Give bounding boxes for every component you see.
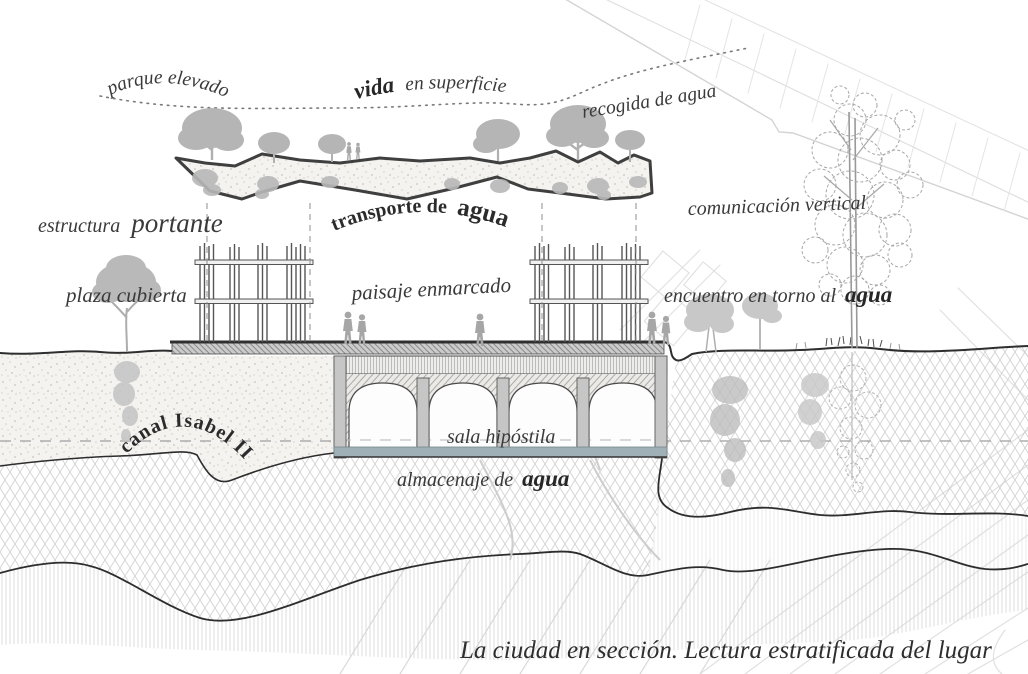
label-plaza-cubierta: plaza cubierta bbox=[64, 283, 187, 307]
hypostyle-structure bbox=[333, 355, 668, 459]
tree-trunk bbox=[848, 111, 858, 349]
ground-line-left bbox=[0, 349, 173, 355]
stratum-line-b bbox=[0, 548, 1028, 622]
pier bbox=[576, 377, 590, 455]
person-silhouette bbox=[355, 142, 361, 159]
right-mid-trees bbox=[684, 293, 782, 353]
root-cluster-1 bbox=[710, 376, 748, 487]
label-vida-en-superficie: vida en superficie bbox=[352, 72, 508, 104]
ground-lines bbox=[0, 341, 1028, 362]
tree-icon bbox=[546, 105, 609, 160]
person-silhouette bbox=[357, 314, 367, 344]
label-vida-emph: vida bbox=[352, 72, 396, 104]
label-estructura-large: portante bbox=[129, 208, 223, 238]
pier bbox=[416, 377, 430, 455]
tree-icon bbox=[318, 134, 346, 162]
deck-slab bbox=[171, 341, 665, 355]
platform-trees bbox=[178, 105, 645, 163]
label-transporte-de-agua: transporte de agua bbox=[328, 194, 514, 236]
label-encuentro-emph: agua bbox=[845, 282, 892, 307]
arch bbox=[588, 382, 658, 453]
tree-icon bbox=[684, 294, 734, 353]
right-wall bbox=[654, 355, 668, 459]
label-recogida-de-agua: recogida de agua bbox=[580, 80, 718, 122]
tree-roots bbox=[113, 361, 140, 443]
tree-canopy-scribble bbox=[801, 85, 924, 306]
column-cluster-right bbox=[529, 243, 649, 342]
ground-deck bbox=[170, 340, 665, 355]
label-vida-rest: en superficie bbox=[404, 72, 508, 97]
big-scribble-tree bbox=[801, 85, 924, 349]
dashed-vertical-leaders bbox=[206, 203, 637, 340]
underground-textures bbox=[0, 346, 1028, 660]
tree-icon bbox=[178, 108, 244, 160]
diagram-caption: La ciudad en sección. Lectura estratific… bbox=[459, 637, 992, 664]
label-parque-elevado: parque elevado bbox=[102, 67, 233, 102]
platform-band bbox=[174, 149, 654, 201]
parcel-strips bbox=[683, 4, 1021, 212]
label-encuentro-lead: encuentro en torno al bbox=[664, 285, 836, 307]
ground-line-right bbox=[663, 341, 1028, 362]
elevated-park-platform bbox=[174, 105, 654, 201]
label-encuentro-agua: encuentro en torno al agua bbox=[664, 282, 892, 307]
label-almacenaje-agua: almacenaje de agua bbox=[397, 466, 569, 491]
person-silhouette bbox=[343, 311, 353, 344]
column-clusters bbox=[194, 243, 649, 342]
underground-roots bbox=[439, 352, 882, 561]
label-transporte-emph: agua bbox=[455, 194, 513, 233]
label-transporte-lead: transporte de bbox=[328, 195, 448, 236]
column-cluster-left bbox=[194, 243, 314, 342]
grass-tufts bbox=[795, 335, 901, 351]
water-storage bbox=[333, 446, 668, 458]
vhatch-bottom bbox=[0, 548, 1028, 660]
tree-icon bbox=[473, 119, 520, 161]
left-wall bbox=[333, 355, 347, 459]
label-estructura-small: estructura bbox=[38, 215, 120, 237]
root-scribble-big-tree bbox=[828, 352, 882, 493]
piers-and-walls bbox=[333, 355, 668, 459]
surface-dotted-leader bbox=[99, 47, 749, 110]
tree-canopy bbox=[92, 255, 161, 303]
label-parque-elevado-text: parque elevado bbox=[102, 67, 233, 102]
strata-lines bbox=[0, 451, 1028, 622]
label-recogida-text: recogida de agua bbox=[580, 80, 718, 122]
arches bbox=[348, 382, 658, 453]
person-silhouette bbox=[346, 142, 352, 160]
label-almacenaje-lead: almacenaje de bbox=[397, 469, 513, 491]
tree-icon bbox=[258, 132, 290, 163]
label-almacenaje-emph: agua bbox=[522, 466, 569, 491]
label-estructura-portante: estructura portante bbox=[38, 208, 223, 238]
stipple-ground-left bbox=[0, 352, 334, 482]
label-comunicacion-vertical: comunicación vertical bbox=[687, 192, 866, 220]
tree-icon bbox=[742, 293, 782, 350]
canal-line bbox=[0, 451, 335, 483]
left-tree-with-roots bbox=[92, 255, 161, 443]
label-sala-hipostila: sala hipóstila bbox=[447, 426, 555, 448]
label-paisaje-enmarcado: paisaje enmarcado bbox=[349, 273, 512, 305]
stratum-line-a bbox=[657, 457, 1028, 518]
crosshatch-right bbox=[658, 346, 1028, 517]
platform-root-blobs bbox=[192, 169, 647, 200]
root-cluster-2 bbox=[798, 373, 829, 449]
arch bbox=[348, 382, 418, 453]
tree-icon bbox=[615, 130, 645, 162]
vault-top-band bbox=[333, 355, 668, 375]
vhatch-mid-right bbox=[648, 458, 1028, 575]
